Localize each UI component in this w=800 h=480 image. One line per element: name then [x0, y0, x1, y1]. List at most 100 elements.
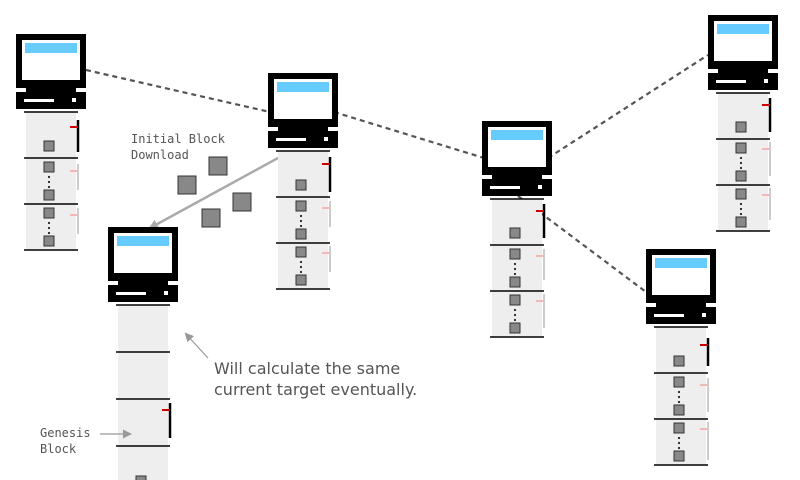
ellipsis-dot: [513, 267, 517, 271]
genesis-label-line1: Genesis: [40, 426, 91, 440]
power-led: [764, 79, 768, 83]
ellipsis-icon: [677, 390, 681, 404]
ellipsis-dot: [47, 221, 51, 225]
ibd-label-line1: Initial Block: [131, 132, 226, 146]
block-icon: [201, 208, 221, 228]
node: [482, 121, 552, 338]
computer-icon: [708, 15, 778, 90]
monitor-stand: [718, 69, 768, 73]
ellipsis-dot: [677, 436, 681, 440]
screen-bar: [717, 24, 769, 34]
ellipsis-dot: [677, 400, 681, 404]
ellipsis-dot: [47, 185, 51, 189]
ellipsis-dot: [47, 226, 51, 230]
block-icon: [43, 207, 55, 219]
blockchain: [278, 151, 328, 289]
power-led: [72, 98, 76, 102]
genesis-label-line2: Block: [40, 442, 77, 456]
node: [16, 34, 86, 251]
block-icon: [232, 192, 252, 212]
block-icon: [135, 475, 147, 480]
block-icon: [735, 188, 747, 200]
ellipsis-icon: [677, 436, 681, 450]
drive-slot: [490, 186, 520, 189]
ellipsis-dot: [299, 260, 303, 264]
node: [268, 73, 338, 290]
block-icon: [177, 175, 197, 195]
node: [646, 249, 716, 466]
ellipsis-dot: [739, 212, 743, 216]
ellipsis-icon: [739, 156, 743, 170]
ellipsis-dot: [739, 156, 743, 160]
block-icon: [509, 294, 521, 306]
ellipsis-dot: [299, 265, 303, 269]
screen-bar: [117, 236, 169, 246]
blockchain: [656, 327, 706, 465]
blockchain: [718, 93, 768, 231]
ellipsis-dot: [299, 270, 303, 274]
computer-icon: [16, 34, 86, 109]
connection-a-b: [85, 68, 271, 114]
ellipsis-dot: [513, 308, 517, 312]
block-icon: [509, 227, 521, 239]
block-icon: [673, 422, 685, 434]
ellipsis-dot: [299, 214, 303, 218]
block-icon: [673, 355, 685, 367]
block-icon: [509, 248, 521, 260]
block-icon: [43, 161, 55, 173]
ellipsis-dot: [739, 161, 743, 165]
block-icon: [673, 376, 685, 388]
ellipsis-dot: [513, 262, 517, 266]
power-led: [164, 291, 168, 295]
block-icon: [43, 189, 55, 201]
ellipsis-dot: [513, 313, 517, 317]
screen-bar: [655, 258, 707, 268]
block-icon: [43, 235, 55, 247]
screen-bar: [491, 130, 543, 140]
note-line2: current target eventually.: [214, 380, 417, 399]
ellipsis-icon: [47, 221, 51, 235]
block-icon: [673, 404, 685, 416]
block-icon: [295, 228, 307, 240]
ellipsis-dot: [299, 224, 303, 228]
nodes: [16, 15, 778, 480]
power-led: [324, 137, 328, 141]
blockchain: [492, 199, 542, 337]
ellipsis-dot: [677, 446, 681, 450]
computer-icon: [108, 227, 178, 302]
screen-bar: [25, 43, 77, 53]
drive-slot: [24, 99, 54, 102]
note-arrow: [184, 332, 209, 359]
monitor-stand: [278, 127, 328, 131]
ellipsis-icon: [513, 308, 517, 322]
block-icon: [673, 450, 685, 462]
monitor-stand: [118, 281, 168, 285]
ellipsis-dot: [47, 180, 51, 184]
block-icon: [735, 142, 747, 154]
block-icon: [295, 274, 307, 286]
block-icon: [509, 322, 521, 334]
drive-slot: [276, 138, 306, 141]
block-icon: [295, 179, 307, 191]
block-icon: [295, 200, 307, 212]
ellipsis-dot: [47, 175, 51, 179]
block-icon: [509, 276, 521, 288]
ellipsis-icon: [47, 175, 51, 189]
ellipsis-icon: [299, 214, 303, 228]
computer-icon: [268, 73, 338, 148]
block-icon: [735, 121, 747, 133]
computer-icon: [482, 121, 552, 196]
ellipsis-dot: [739, 202, 743, 206]
block-icon: [208, 156, 228, 176]
node: [108, 227, 178, 480]
connection-b-c: [333, 110, 485, 160]
ellipsis-dot: [299, 219, 303, 223]
drive-slot: [654, 314, 684, 317]
power-led: [702, 313, 706, 317]
drive-slot: [716, 80, 746, 83]
power-led: [538, 185, 542, 189]
computer-icon: [646, 249, 716, 324]
monitor-stand: [26, 88, 76, 92]
